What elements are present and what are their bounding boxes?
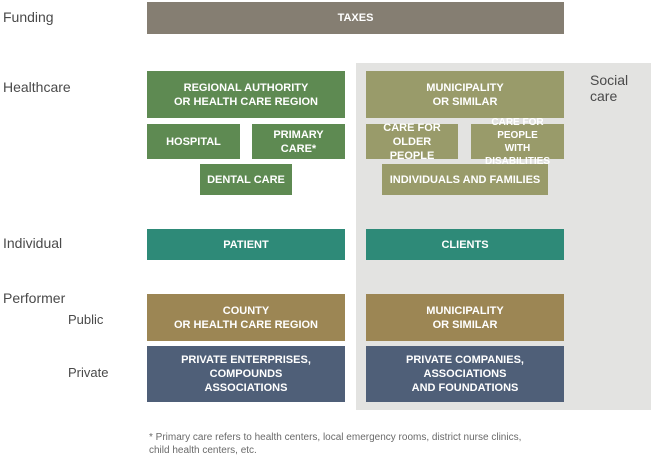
box-hospital: HOSPITAL — [147, 124, 240, 159]
box-taxes: TAXES — [147, 2, 564, 34]
box-care-older-people: CARE FOR OLDER PEOPLE — [366, 122, 458, 162]
box-regional-authority: REGIONAL AUTHORITY OR HEALTH CARE REGION — [147, 71, 345, 118]
box-patient: PATIENT — [147, 229, 345, 260]
row-label-funding: Funding — [3, 9, 54, 25]
social-care-label: Social care — [590, 72, 629, 104]
box-private-enterprises: PRIVATE ENTERPRISES, COMPOUNDS ASSOCIATI… — [147, 346, 345, 402]
footnote: * Primary care refers to health centers,… — [149, 432, 522, 456]
box-private-companies: PRIVATE COMPANIES, ASSOCIATIONS AND FOUN… — [366, 346, 564, 402]
row-label-individual: Individual — [3, 235, 63, 251]
box-municipality: MUNICIPALITY OR SIMILAR — [366, 71, 564, 118]
row-label-healthcare: Healthcare — [3, 79, 71, 95]
box-care-disabilities: CARE FOR PEOPLE WITH DISABILITIES — [471, 117, 564, 167]
box-dental-care: DENTAL CARE — [200, 164, 292, 195]
box-primary-care: PRIMARY CARE* — [252, 124, 345, 159]
box-municipality-performer: MUNICIPALITY OR SIMILAR — [366, 294, 564, 341]
box-clients: CLIENTS — [366, 229, 564, 260]
box-individuals-families: INDIVIDUALS AND FAMILIES — [382, 164, 548, 195]
row-label-public: Public — [68, 312, 104, 327]
box-county: COUNTY OR HEALTH CARE REGION — [147, 294, 345, 341]
row-label-performer: Performer — [3, 290, 66, 306]
row-label-private: Private — [68, 365, 109, 380]
